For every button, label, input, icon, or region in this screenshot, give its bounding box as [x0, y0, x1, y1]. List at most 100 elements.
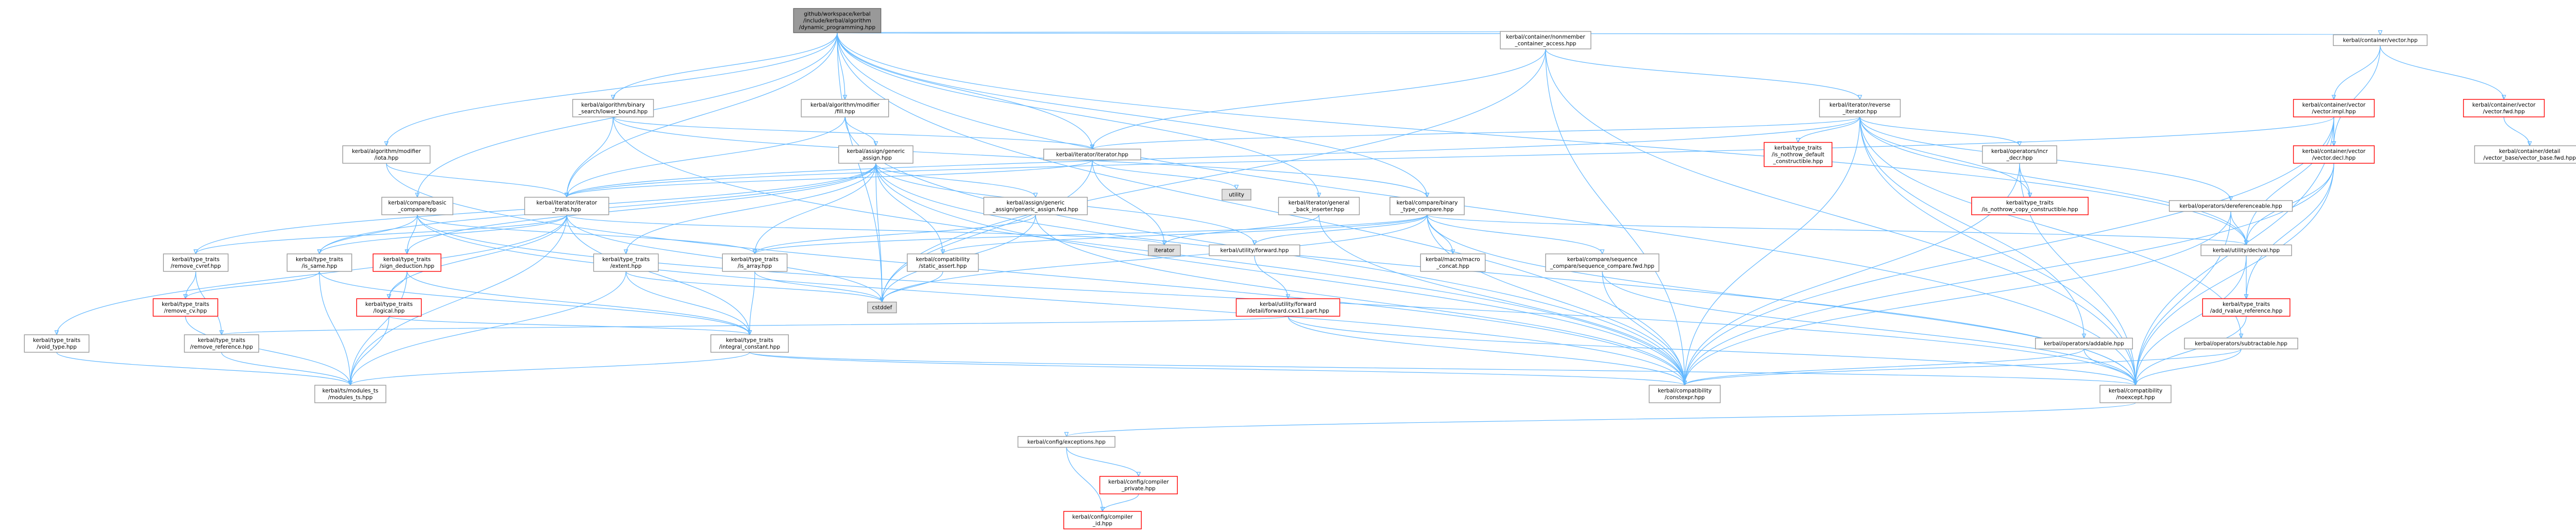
node-utility[interactable]: utility — [1222, 188, 1251, 201]
node-label-line: /is_array.hpp — [738, 263, 772, 269]
node-binary-search[interactable]: kerbal/algorithm/binary_search/lower_bou… — [572, 99, 654, 117]
node-nothrow-default[interactable]: kerbal/type_traits/is_nothrow_default_co… — [1764, 142, 1833, 167]
edge-line — [1092, 160, 1237, 190]
edge-arrowhead — [2244, 294, 2249, 300]
node-nothrow-copy[interactable]: kerbal/type_traits/is_nothrow_copy_const… — [1971, 197, 2089, 215]
node-vector-impl[interactable]: kerbal/container/vector/vector.impl.hpp — [2293, 99, 2375, 117]
edge-line — [1684, 163, 2334, 386]
node-static-assert[interactable]: kerbal/compatibility/static_assert.hpp — [907, 253, 979, 272]
node-generic-assign-fwd[interactable]: kerbal/assign/generic_assign/generic_ass… — [983, 197, 1088, 215]
edge-line — [1092, 116, 1860, 150]
node-container-vector[interactable]: kerbal/container/vector.hpp — [2333, 34, 2428, 46]
edge-dereferenceable-to-noexcept — [2133, 211, 2231, 386]
node-label-line: /add_rvalue_reference.hpp — [2210, 308, 2283, 314]
node-modules-ts[interactable]: kerbal/ts/modules_ts/modules_ts.hpp — [314, 385, 386, 403]
node-box — [2200, 244, 2292, 256]
node-config-exceptions[interactable]: kerbal/config/exceptions.hpp — [1018, 436, 1115, 448]
node-label-line: kerbal/compare/basic — [388, 200, 447, 206]
node-iterator-std[interactable]: iterator — [1148, 244, 1181, 256]
node-compiler-private[interactable]: kerbal/config/compiler_private.hpp — [1099, 476, 1178, 494]
edge-line — [613, 116, 1428, 198]
node-declval[interactable]: kerbal/utility/declval.hpp — [2200, 244, 2292, 256]
edge-reverse-iterator-to-nothrow-default — [1795, 116, 1860, 143]
edge-forward-cxx11-to-constexpr — [1287, 316, 1687, 386]
edge-line — [2135, 255, 2247, 386]
edge-config-exceptions-to-compiler-private — [1066, 447, 1141, 477]
node-vector-fwd[interactable]: kerbal/container/vector/vector.fwd.hpp — [2463, 99, 2545, 117]
node-label-line: /is_nothrow_default — [1772, 152, 1824, 158]
node-box — [1063, 511, 1142, 529]
node-add-rvalue[interactable]: kerbal/type_traits/add_rvalue_reference.… — [2202, 298, 2291, 317]
node-constexpr[interactable]: kerbal/compatibility/constexpr.hpp — [1649, 385, 1721, 403]
edge-line — [2230, 211, 2247, 245]
node-modifier-iota[interactable]: kerbal/algorithm/modifier/iota.hpp — [342, 145, 431, 164]
edge-root-to-compare-binary — [837, 32, 1430, 198]
node-vector-decl[interactable]: kerbal/container/vector/vector.decl.hpp — [2293, 145, 2375, 164]
node-modifier-fill[interactable]: kerbal/algorithm/modifier/fill.hpp — [801, 99, 889, 117]
node-is-array[interactable]: kerbal/type_traits/is_array.hpp — [722, 253, 788, 272]
node-label-line: _iterator.hpp — [1842, 109, 1877, 115]
node-vector-base[interactable]: kerbal/container/detail/vector_base/vect… — [2474, 145, 2576, 164]
edge-arrowhead — [1316, 193, 1321, 198]
node-sign-deduction[interactable]: kerbal/type_traits/sign_deduction.hpp — [372, 253, 442, 272]
node-forward-cxx11[interactable]: kerbal/utility/forward/detail/forward.cx… — [1235, 298, 1341, 317]
node-remove-reference[interactable]: kerbal/type_traits/remove_reference.hpp — [184, 334, 259, 353]
node-noexcept[interactable]: kerbal/compatibility/noexcept.hpp — [2099, 385, 2172, 403]
node-compare-binary[interactable]: kerbal/compare/binary_type_compare.hpp — [1389, 197, 1465, 215]
node-addable[interactable]: kerbal/operators/addable.hpp — [2035, 337, 2133, 350]
node-compiler-id[interactable]: kerbal/config/compiler_id.hpp — [1063, 511, 1142, 529]
node-compare-basic[interactable]: kerbal/compare/basic_compare.hpp — [381, 197, 453, 215]
edge-line — [875, 163, 1685, 386]
edge-compare-binary-to-noexcept — [1427, 214, 2138, 386]
node-label-line: kerbal/operators/incr — [1991, 148, 2048, 155]
node-label-line: kerbal/container/vector — [2302, 102, 2366, 108]
node-box — [524, 197, 609, 215]
edge-subtractable-to-noexcept — [2133, 349, 2242, 386]
node-sequence-compare[interactable]: kerbal/compare/sequence_compare/sequence… — [1545, 253, 1659, 272]
edge-operators-incr-to-constexpr — [1682, 163, 2020, 386]
node-dereferenceable[interactable]: kerbal/operators/dereferenceable.hpp — [2168, 200, 2293, 212]
edge-line — [195, 214, 567, 254]
node-cstddef[interactable]: cstddef — [867, 301, 897, 314]
node-is-same[interactable]: kerbal/type_traits/is_same.hpp — [286, 253, 352, 272]
node-remove-cvref[interactable]: kerbal/type_traits/remove_cvref.hpp — [163, 253, 229, 272]
node-label-line: kerbal/type_traits — [2223, 301, 2270, 307]
node-void-type[interactable]: kerbal/type_traits/void_type.hpp — [24, 334, 90, 353]
node-general-back-inserter[interactable]: kerbal/iterator/general_back_inserter.hp… — [1278, 197, 1360, 215]
node-box — [2333, 34, 2428, 46]
node-label-line: kerbal/iterator/general — [1289, 200, 1350, 206]
node-root[interactable]: github/workspace/kerbal/include/kerbal/a… — [793, 8, 882, 33]
node-assign-generic[interactable]: kerbal/assign/generic_assign.hpp — [838, 145, 913, 164]
node-integral-constant[interactable]: kerbal/type_traits/integral_constant.hpp — [710, 334, 789, 353]
node-reverse-iterator[interactable]: kerbal/iterator/reverse_iterator.hpp — [1819, 99, 1901, 117]
edge-container-nonmember-to-reverse-iterator — [1545, 48, 1862, 100]
node-label-line: /include/kerbal/algorithm — [803, 18, 871, 24]
node-box — [2463, 99, 2545, 117]
node-container-nonmember[interactable]: kerbal/container/nonmember_container_acc… — [1500, 31, 1591, 49]
node-extent[interactable]: kerbal/type_traits/extent.hpp — [593, 253, 659, 272]
node-label-line: kerbal/operators/subtractable.hpp — [2195, 341, 2287, 347]
edge-line — [1602, 271, 2136, 386]
node-subtractable[interactable]: kerbal/operators/subtractable.hpp — [2184, 337, 2298, 350]
edge-line — [1427, 214, 2247, 246]
node-iterator-traits[interactable]: kerbal/iterator/iterator_traits.hpp — [524, 197, 609, 215]
edge-forward-cxx11-to-noexcept — [1287, 316, 2138, 386]
node-macro-concat[interactable]: kerbal/macro/macro_concat.hpp — [1420, 253, 1486, 272]
edge-compare-binary-to-declval — [1427, 214, 2249, 246]
node-logical[interactable]: kerbal/type_traits/logical.hpp — [356, 298, 422, 317]
node-label-line: kerbal/type_traits — [383, 256, 431, 263]
node-iterator-hpp[interactable]: kerbal/iterator/iterator.hpp — [1043, 148, 1141, 161]
edge-arrowhead — [2228, 196, 2233, 201]
edge-line — [1859, 116, 2247, 245]
edge-line — [1092, 48, 1546, 149]
node-label-line: kerbal/type_traits — [602, 256, 650, 263]
node-utility-forward[interactable]: kerbal/utility/forward.hpp — [1209, 244, 1300, 256]
node-label-line: kerbal/assign/generic — [847, 148, 905, 155]
node-operators-incr[interactable]: kerbal/operators/incr_decr.hpp — [1982, 145, 2057, 164]
edge-arrowhead — [2331, 95, 2336, 100]
edge-reverse-iterator-to-declval — [1859, 116, 2249, 246]
node-remove-cv[interactable]: kerbal/type_traits/remove_cv.hpp — [152, 298, 218, 317]
node-label-line: /detail/forward.cxx11.part.hpp — [1247, 308, 1329, 314]
node-box — [793, 8, 882, 33]
edge-arrowhead — [2239, 333, 2244, 339]
